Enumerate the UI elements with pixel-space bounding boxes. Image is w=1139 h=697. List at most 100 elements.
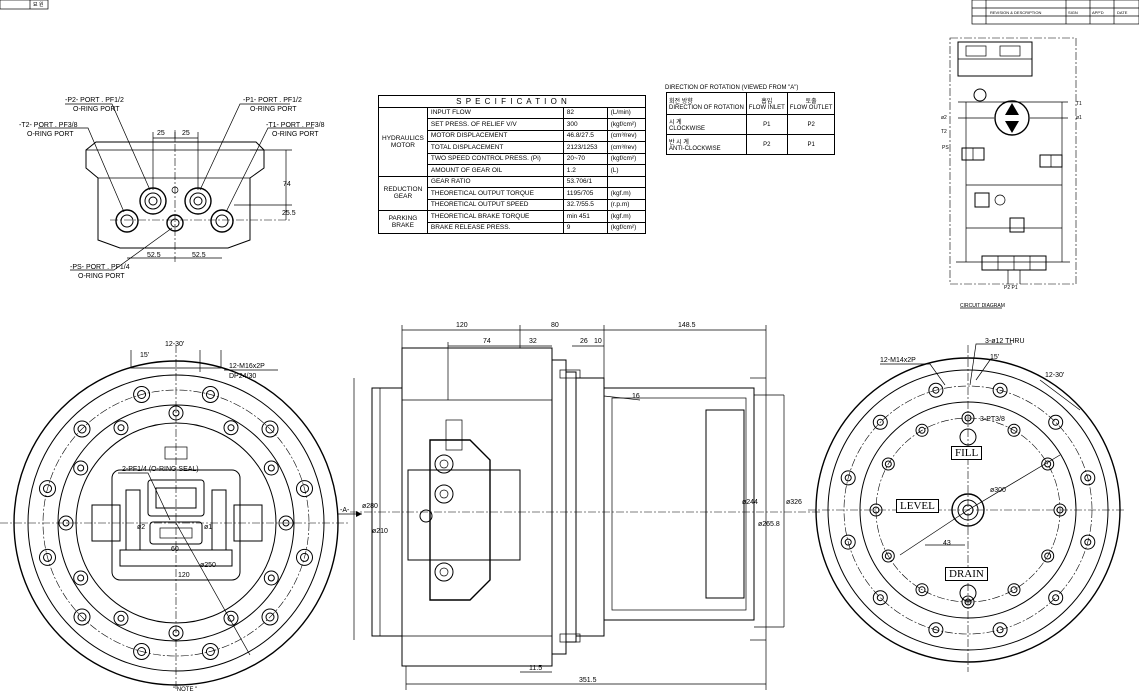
bolt-hole [137, 390, 147, 399]
t1-port-label: -T1- PORT . PF3/8 [266, 122, 325, 129]
spec-item: THEORETICAL OUTPUT TORQUE [426, 187, 564, 200]
spec-value: 2123/1253 [562, 141, 608, 154]
rot-head-direction: 회전 방향 DIRECTION OF ROTATION [666, 92, 747, 115]
bolt-hole-inner [881, 457, 895, 471]
side-dim-11-5: 11.5 [529, 665, 543, 672]
rot-cw-label: 시 계 CLOCKWISE [666, 114, 747, 135]
bolt-hole [300, 484, 309, 494]
bolt-hole [872, 414, 888, 430]
bolt-hole [1080, 470, 1096, 486]
bolt-hole [992, 622, 1008, 638]
bolt-hole-inner [1007, 583, 1021, 597]
rev-header-date: DATE [1117, 10, 1128, 15]
bolt-hole-inner [73, 460, 89, 476]
circuit-caption: CIRCUIT DIAGRAM [960, 303, 1005, 309]
bolt-hole [43, 484, 52, 494]
circuit-p2p1: P2 P1 [1004, 285, 1018, 291]
spec-group-name: REDUCTION GEAR [378, 175, 428, 211]
spec-title: S P E C I F I C A T I O N [378, 95, 646, 108]
bolt-hole [39, 548, 56, 566]
bolt-hole-inner [223, 610, 239, 626]
bolt-hole [201, 643, 219, 660]
bolt-hole [1048, 590, 1064, 606]
side-view [338, 325, 820, 690]
bolt-hole [300, 552, 309, 562]
circuit-ps: PS [942, 145, 949, 151]
bolt-hole [1084, 474, 1092, 482]
p2-port-sub: O-RING PORT [73, 106, 120, 113]
side-dim-244: ø244 [742, 499, 758, 506]
spec-unit: (cm³/rev) [606, 129, 647, 142]
spec-value: min 451 [562, 210, 608, 223]
arrow-a-label: -A- [340, 507, 350, 514]
bolt-hole [844, 474, 852, 482]
rev-header-desc: REVISION & DESCRIPTION [990, 10, 1042, 15]
bolt-hole-inner [872, 506, 880, 514]
circuit-a2: ø2 [941, 115, 947, 121]
bolt-hole [932, 386, 940, 394]
spec-item: TWO SPEED CONTROL PRESS. (Pi) [426, 152, 564, 165]
right-dim-43: 43 [943, 540, 951, 547]
rot-cw-outlet: P2 [786, 114, 836, 135]
bolt-hole [992, 382, 1008, 398]
bolt-hole-inner [964, 414, 972, 422]
fill-label: FILL [951, 446, 983, 460]
specification-table: S P E C I F I C A T I O N HYDRAULICS MOT… [378, 95, 647, 234]
bolt-hole [205, 647, 215, 656]
spec-unit: (L) [606, 164, 647, 177]
bolt-hole-inner [263, 460, 279, 476]
right-angle-12-30: 12-30' [1045, 372, 1065, 379]
bolt-hole-inner [172, 409, 180, 417]
bolt-hole [872, 590, 888, 606]
left-a1: ø1 [204, 524, 213, 531]
side-dim-326: ø326 [786, 499, 802, 506]
side-dim-74: 74 [483, 338, 491, 345]
spec-unit: (kgf.m) [606, 210, 647, 223]
spec-value: 20~70 [562, 152, 608, 165]
bolt-hole-inner [964, 598, 972, 606]
bolt-hole [39, 480, 56, 498]
left-bolt-spec: 12-M16x2P [229, 363, 265, 370]
bolt-hole [876, 594, 884, 602]
bolt-hole [1052, 594, 1060, 602]
side-dim-351-5: 351.5 [579, 677, 597, 684]
bolt-hole-inner [1007, 423, 1021, 437]
bolt-hole-inner [267, 464, 275, 472]
spec-item: INPUT FLOW [426, 106, 564, 119]
spec-row: BRAKE RELEASE PRESS.9(kgf/cm²) [379, 221, 647, 234]
bolt-hole-inner [1053, 503, 1067, 517]
bolt-hole-inner [1044, 552, 1052, 560]
note-label: " NOTE " [173, 687, 198, 693]
dim-52-5-b: 52.5 [192, 252, 206, 259]
left-dim-60: 60 [171, 546, 179, 553]
bolt-hole [73, 420, 91, 438]
bolt-hole [43, 552, 52, 562]
bolt-hole-inner [73, 570, 89, 586]
left-angle-12-30: 12-30' [165, 341, 185, 348]
bolt-hole-inner [915, 423, 929, 437]
rotation-title: DIRECTION OF ROTATION (VIEWED FROM "A") [665, 85, 799, 91]
revision-block [971, 0, 1139, 25]
right-bolt-spec: 12-M14x2P [880, 357, 916, 364]
bolt-hole [77, 424, 87, 434]
dim-25-a: 25 [157, 130, 165, 137]
bolt-hole-inner [1044, 460, 1052, 468]
t2-port-label: -T2- PORT . PF3/8 [19, 122, 78, 129]
spec-value: 46.8/27.5 [562, 129, 608, 142]
spec-value: 1195/705 [562, 187, 608, 200]
bolt-hole-inner [168, 625, 184, 641]
spec-item: AMOUNT OF GEAR OIL [426, 164, 564, 177]
right-dim-300: ø300 [990, 487, 1006, 494]
rotation-table: 회전 방향 DIRECTION OF ROTATION 흡입 FLOW INLE… [666, 92, 836, 155]
bolt-hole-inner [1010, 586, 1018, 594]
side-dim-10: 10 [594, 338, 602, 345]
bolt-hole-inner [62, 519, 70, 527]
spec-unit: (kgf/cm²) [606, 118, 647, 131]
bolt-hole-inner [117, 614, 125, 622]
circuit-diagram-lines [949, 37, 1077, 309]
bolt-hole-inner [961, 411, 975, 425]
